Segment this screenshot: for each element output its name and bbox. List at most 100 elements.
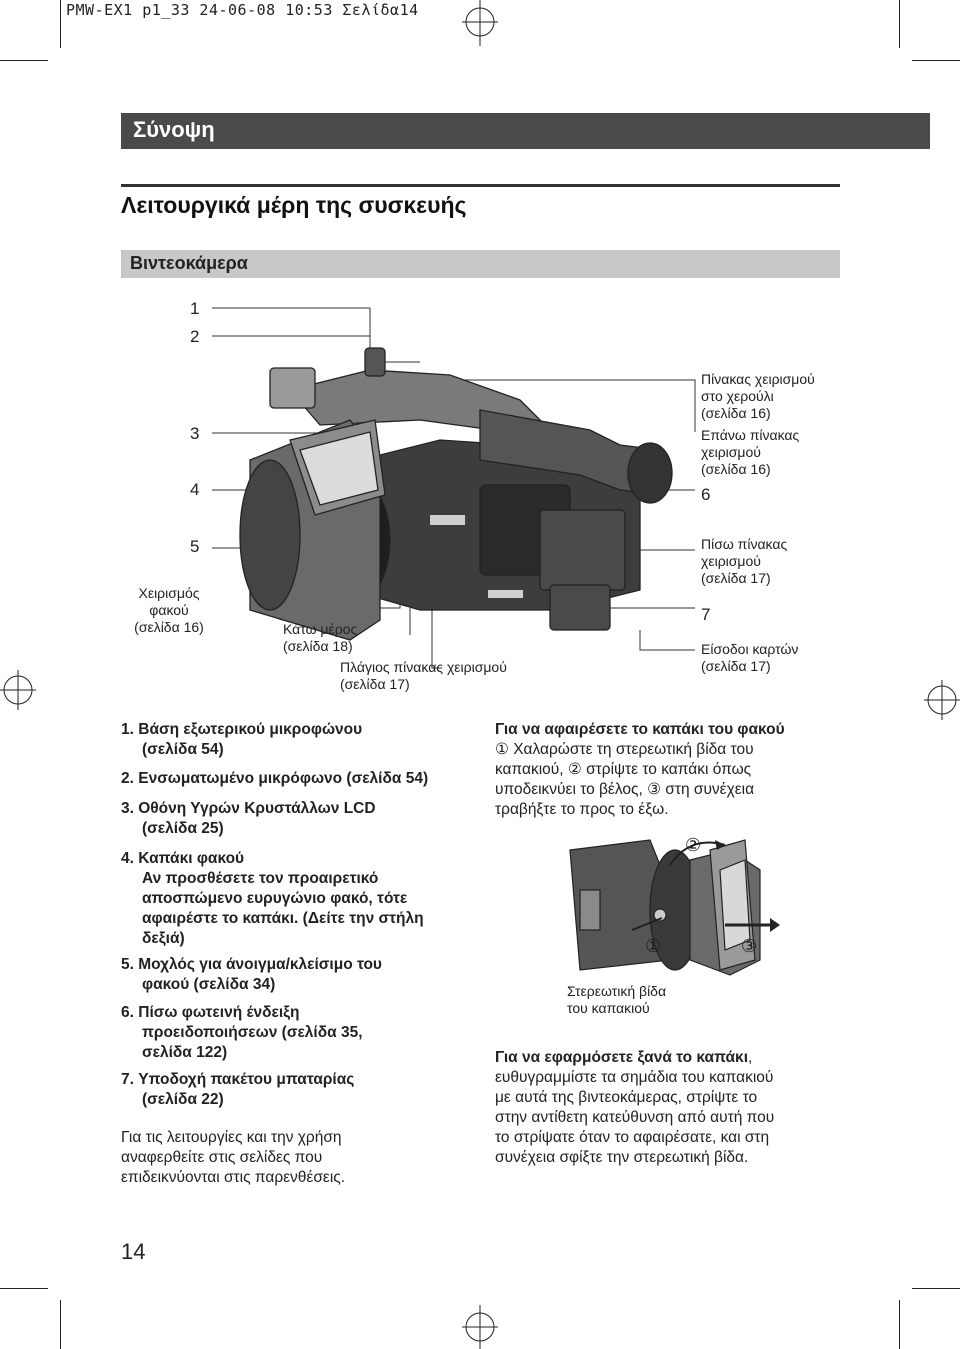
refit-cap-line: το στρίψατε όταν το αφαιρέσατε, και στη	[495, 1129, 770, 1146]
label-line: Επάνω πίνακας	[701, 427, 800, 443]
item-text: (σελίδα 22)	[142, 1091, 224, 1108]
camcorder-illustration	[212, 307, 696, 669]
page-number: 14	[121, 1239, 146, 1264]
section-title: Λειτουργικά μέρη της συσκευής	[121, 192, 467, 218]
remove-cap-line: τραβήξτε το προς το έξω.	[495, 801, 669, 818]
item-text: αποσπώμενο ευρυγώνιο φακό, τότε	[142, 890, 408, 907]
label-card-slots: Είσοδοι καρτών (σελίδα 17)	[701, 641, 798, 675]
item-text: (σελίδα 54)	[142, 741, 224, 758]
note-line: αναφερθείτε στις σελίδες που	[121, 1149, 323, 1166]
registration-mark-top	[462, 0, 498, 46]
item-number: 4.	[121, 850, 134, 867]
item-text: (σελίδα 25)	[142, 820, 224, 837]
crop-mark	[60, 1300, 61, 1349]
remove-cap-line: καπακιού, ② στρίψτε το καπάκι όπως	[495, 761, 752, 778]
label-line: (σελίδα 18)	[283, 638, 353, 654]
remove-cap-section: Για να αφαιρέσετε το καπάκι του φακού ① …	[495, 720, 785, 820]
item-number: 6.	[121, 1004, 134, 1021]
label-handle-panel: Πίνακας χειρισμού στο χερούλι (σελίδα 16…	[701, 371, 815, 422]
item-text: αφαιρέστε το καπάκι. (Δείτε την στήλη	[142, 910, 424, 927]
lens-cap-illustration	[569, 839, 780, 976]
refit-cap-line: συνέχεια σφίξτε την στερεωτική βίδα.	[495, 1149, 749, 1166]
label-line: (σελίδα 17)	[340, 676, 410, 692]
label-line: Πίσω πίνακας	[701, 536, 788, 552]
label-side-panel: Πλάγιος πίνακας χειρισμού (σελίδα 17)	[340, 659, 507, 693]
circle-3-label: ③	[741, 936, 758, 956]
print-header: PMW-EX1 p1_33 24-06-08 10:53 Σελίδα14	[66, 1, 419, 19]
label-line: χειρισμού	[701, 444, 761, 460]
label-line: (σελίδα 16)	[701, 461, 771, 477]
callout-number: 1	[190, 299, 200, 318]
parts-list-item: 6. Πίσω φωτεινή ένδειξη προειδοποιήσεων …	[121, 1003, 363, 1063]
label-line: Πίνακας χειρισμού	[701, 371, 815, 387]
item-number: 7.	[121, 1071, 134, 1088]
callout-number: 4	[190, 480, 200, 499]
crop-mark	[0, 1288, 48, 1289]
refit-cap-heading: Για να εφαρμόσετε ξανά το καπάκι	[495, 1049, 748, 1066]
callout-number: 6	[701, 485, 711, 504]
refit-cap-line: στην αντίθετη κατεύθυνση από αυτή που	[495, 1109, 775, 1126]
refit-cap-section: Για να εφαρμόσετε ξανά το καπάκι, ευθυγρ…	[495, 1048, 774, 1168]
section-rule	[121, 184, 840, 187]
crop-mark	[912, 60, 960, 61]
chapter-banner: Σύνοψη	[121, 113, 930, 149]
label-bottom: Κάτω μέρος (σελίδα 18)	[283, 621, 357, 655]
item-text: Ενσωματωμένο μικρόφωνο (σελίδα 54)	[138, 770, 429, 787]
remove-cap-heading: Για να αφαιρέσετε το καπάκι του φακού	[495, 721, 785, 738]
parts-list-item: 1. Βάση εξωτερικού μικροφώνου (σελίδα 54…	[121, 720, 362, 760]
item-number: 2.	[121, 770, 134, 787]
subsection-banner: Βιντεοκάμερα	[121, 250, 840, 278]
callout-number: 5	[190, 537, 200, 556]
item-text: Πίσω φωτεινή ένδειξη	[138, 1004, 300, 1021]
item-text: Καπάκι φακού	[138, 850, 245, 867]
label-rear-panel: Πίσω πίνακας χειρισμού (σελίδα 17)	[701, 536, 787, 587]
label-top-panel: Επάνω πίνακας χειρισμού (σελίδα 16)	[701, 427, 799, 478]
label-line: χειρισμού	[701, 553, 761, 569]
parts-list-item: 2. Ενσωματωμένο μικρόφωνο (σελίδα 54)	[121, 769, 428, 789]
label-line: του καπακιού	[567, 1000, 650, 1016]
label-lens-control: Χειρισμός φακού (σελίδα 16)	[128, 585, 210, 636]
item-number: 1.	[121, 721, 134, 738]
crop-mark	[899, 1300, 900, 1349]
chapter-title: Σύνοψη	[133, 117, 215, 142]
item-text: σελίδα 122)	[142, 1044, 228, 1061]
circle-2-label: ②	[685, 835, 702, 855]
crop-mark	[912, 1288, 960, 1289]
parts-list-item: 7. Υποδοχή πακέτου μπαταρίας (σελίδα 22)	[121, 1070, 354, 1110]
remove-cap-line: ① Χαλαρώστε τη στερεωτική βίδα του	[495, 741, 754, 758]
parts-list-item: 3. Οθόνη Υγρών Κρυστάλλων LCD (σελίδα 25…	[121, 799, 376, 839]
item-text: Υποδοχή πακέτου μπαταρίας	[138, 1071, 355, 1088]
circle-1-label: ①	[645, 936, 662, 956]
item-text: προειδοποιήσεων (σελίδα 35,	[142, 1024, 363, 1041]
crop-mark	[899, 0, 900, 48]
refit-cap-line: ευθυγραμμίστε τα σημάδια του καπακιού	[495, 1069, 774, 1086]
item-text: Βάση εξωτερικού μικροφώνου	[138, 721, 363, 738]
label-line: Στερεωτική βίδα	[567, 983, 667, 999]
refit-cap-heading-tail: ,	[748, 1049, 753, 1066]
label-line: Πλάγιος πίνακας χειρισμού	[340, 659, 507, 675]
subsection-title: Βιντεοκάμερα	[130, 253, 248, 273]
item-text: Οθόνη Υγρών Κρυστάλλων LCD	[138, 800, 376, 817]
label-line: (σελίδα 16)	[701, 405, 771, 421]
item-text: Αν προσθέσετε τον προαιρετικό	[142, 870, 379, 887]
label-line: Είσοδοι καρτών	[701, 641, 799, 657]
item-number: 5.	[121, 956, 134, 973]
refit-cap-line: με αυτά της βιντεοκάμερας, στρίψτε το	[495, 1089, 758, 1106]
item-text: φακού (σελίδα 34)	[142, 976, 276, 993]
callout-number: 7	[701, 605, 711, 624]
item-number: 3.	[121, 800, 134, 817]
crop-mark	[0, 60, 48, 61]
item-text: δεξιά)	[142, 930, 185, 947]
registration-mark-right	[924, 680, 960, 720]
label-line: (σελίδα 17)	[701, 570, 771, 586]
label-line: (σελίδα 16)	[134, 619, 204, 635]
label-line: Χειρισμός	[138, 585, 200, 601]
parts-list-item: 5. Μοχλός για άνοιγμα/κλείσιμο του φακού…	[121, 955, 382, 995]
item-text: Μοχλός για άνοιγμα/κλείσιμο του	[138, 956, 382, 973]
label-line: φακού	[149, 602, 189, 618]
footer-note: Για τις λειτουργίες και την χρήση αναφερ…	[121, 1128, 345, 1188]
label-line: Κάτω μέρος	[283, 621, 358, 637]
screw-label: Στερεωτική βίδα του καπακιού	[567, 983, 666, 1017]
crop-mark	[60, 0, 61, 48]
note-line: Για τις λειτουργίες και την χρήση	[121, 1129, 342, 1146]
